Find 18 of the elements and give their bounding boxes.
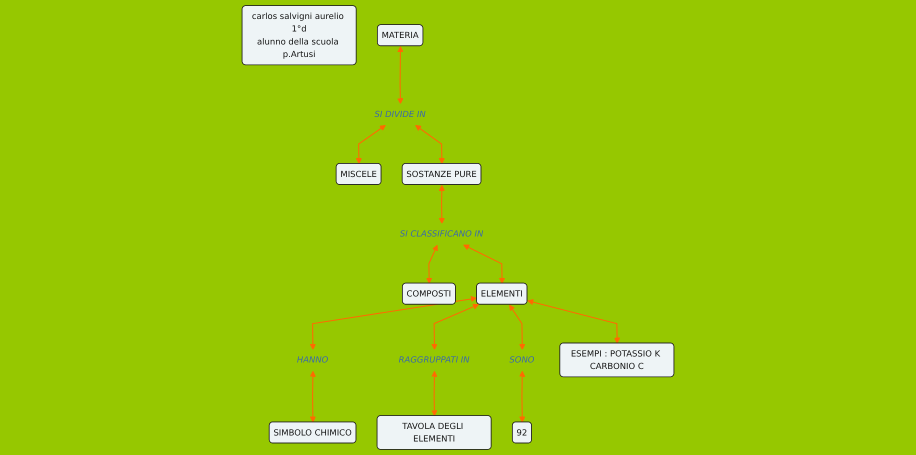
- arrow: [310, 296, 477, 350]
- arrow: [463, 244, 506, 284]
- arrow: [356, 124, 386, 164]
- node-text: SI CLASSIFICANO IN: [400, 228, 484, 239]
- arrow: [310, 370, 316, 423]
- node-text: RAGGRUPPATI IN: [398, 354, 470, 365]
- node-text: SONO: [509, 354, 534, 365]
- arrow: [527, 299, 620, 344]
- arrow: [438, 184, 445, 224]
- arrow: [431, 370, 438, 416]
- node-text: HANNO: [296, 354, 328, 365]
- arrow: [426, 244, 438, 284]
- arrow: [519, 370, 526, 423]
- arrow: [509, 304, 526, 350]
- arrow: [431, 304, 479, 350]
- node-text: SI DIVIDE IN: [374, 109, 426, 120]
- arrow: [415, 124, 445, 164]
- arrow: [397, 46, 404, 104]
